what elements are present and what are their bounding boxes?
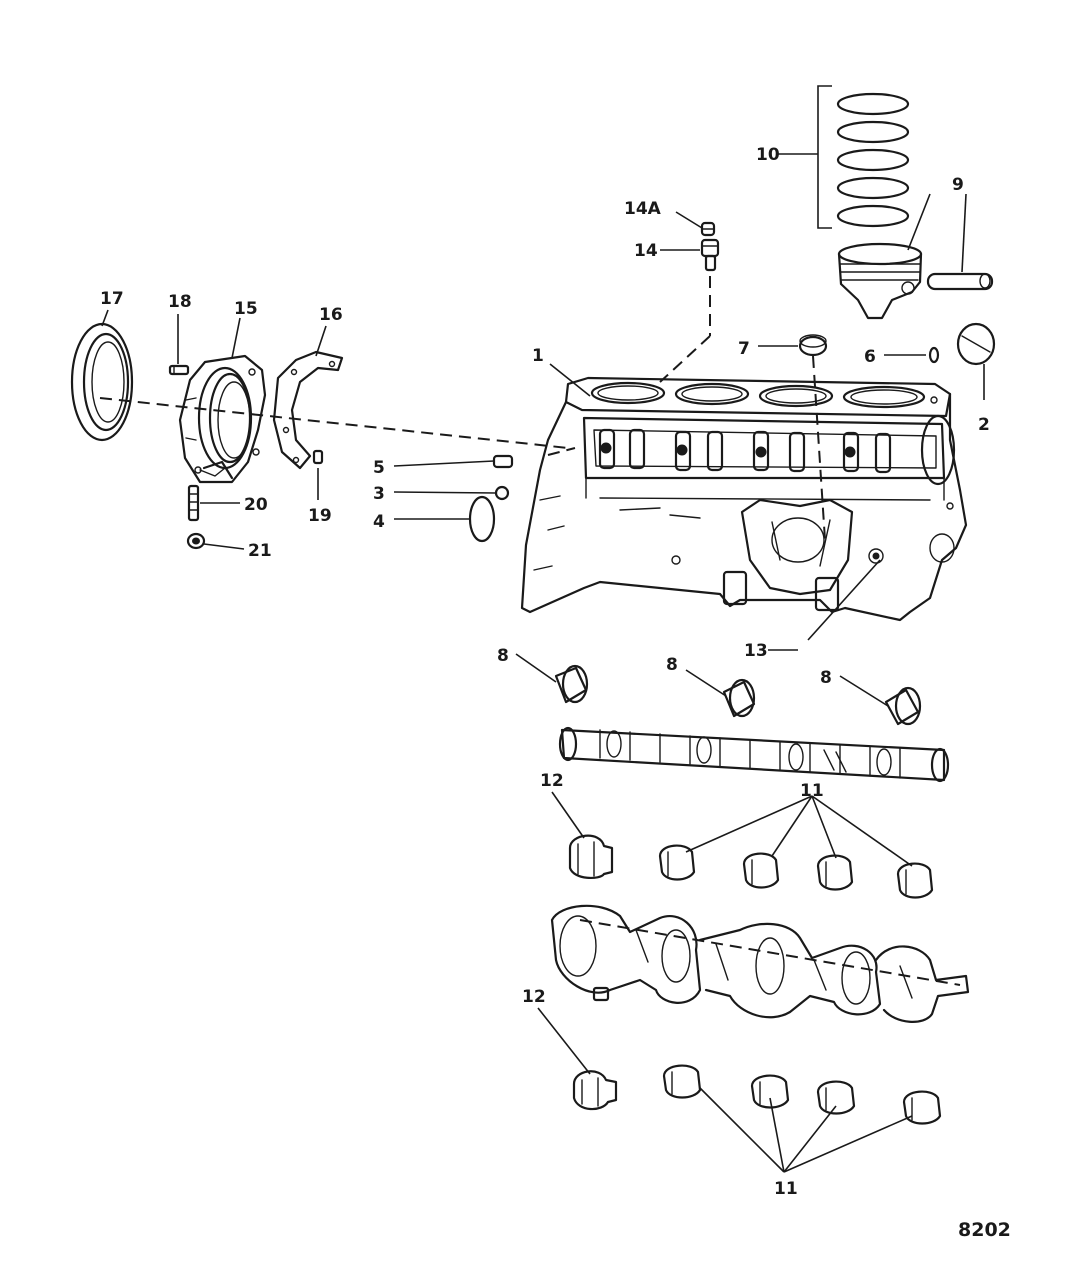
callout-10: 10 <box>756 145 780 165</box>
rear-main-seal <box>70 322 134 442</box>
callout-11-upper: 11 <box>800 781 824 801</box>
main-bearing-lower-2 <box>750 1074 790 1109</box>
callout-12-upper: 12 <box>540 771 564 791</box>
callout-2: 2 <box>978 415 990 435</box>
callout-20: 20 <box>244 495 268 515</box>
cylinder-block <box>520 376 968 622</box>
callout-19: 19 <box>308 506 332 526</box>
fitting-adapter-14a <box>700 221 716 237</box>
small-pipe-plug <box>928 346 940 364</box>
cam-bearing-right <box>884 686 922 726</box>
callout-1: 1 <box>532 346 544 366</box>
cam-bearing-left <box>554 664 589 704</box>
callout-17: 17 <box>100 289 124 309</box>
callout-14: 14 <box>634 241 658 261</box>
callout-7: 7 <box>738 339 750 359</box>
main-bearing-upper-4 <box>896 862 934 899</box>
callout-8-right: 8 <box>820 668 832 688</box>
callout-8-left: 8 <box>497 646 509 666</box>
piston-assembly <box>837 242 923 320</box>
retainer-gasket <box>272 350 344 470</box>
oil-gallery-plug <box>492 454 514 469</box>
callout-3: 3 <box>373 484 385 504</box>
callout-labels: 1 2 3 4 5 6 7 8 8 8 9 10 11 11 12 12 13 … <box>100 145 990 1199</box>
figure-number: 8202 <box>958 1219 1011 1241</box>
expansion-plug-large <box>956 322 996 366</box>
crankshaft-axis-line <box>99 397 569 449</box>
callout-6: 6 <box>864 347 876 367</box>
fitting-location-line-b <box>659 335 711 383</box>
plug-7-location-line <box>812 355 826 541</box>
callout-12-lower: 12 <box>522 987 546 1007</box>
core-hole-plug <box>468 495 496 543</box>
callout-13: 13 <box>744 641 768 661</box>
dowel-pin <box>312 449 324 465</box>
lifter-bores <box>598 428 892 474</box>
callout-18: 18 <box>168 292 192 312</box>
main-bearing-upper-3 <box>816 854 854 891</box>
callout-8-center: 8 <box>666 655 678 675</box>
small-cup-plug <box>494 485 510 501</box>
callout-16: 16 <box>319 305 343 325</box>
cam-bearing-center <box>722 678 756 718</box>
oil-pressure-fitting <box>700 238 720 272</box>
callout-14a: 14A <box>624 199 662 219</box>
piston-rings <box>836 92 910 228</box>
piston-pin <box>926 272 994 291</box>
callout-9: 9 <box>952 175 964 195</box>
thrust-bearing-upper <box>568 834 614 880</box>
seal-retainer-screw <box>168 364 190 376</box>
callout-15: 15 <box>234 299 258 319</box>
crankshaft <box>550 904 970 1023</box>
main-bearing-upper-1 <box>658 844 696 881</box>
callout-21: 21 <box>248 541 272 561</box>
main-bearing-lower-1 <box>662 1064 702 1099</box>
thrust-bearing-lower <box>572 1070 618 1111</box>
main-bearing-upper-2 <box>742 852 780 889</box>
camshaft <box>558 726 950 783</box>
callout-11-lower: 11 <box>774 1179 798 1199</box>
main-bearing-lower-3 <box>816 1080 856 1115</box>
retainer-nut <box>186 532 206 550</box>
rear-seal-retainer <box>178 354 267 484</box>
callout-4: 4 <box>373 512 385 532</box>
callout-5: 5 <box>373 458 385 478</box>
cam-rear-plug <box>798 334 828 357</box>
ring-set-bracket <box>817 85 832 229</box>
callout-leaders <box>101 153 985 1173</box>
main-bearing-lower-4 <box>902 1090 942 1125</box>
retainer-stud <box>187 484 200 522</box>
